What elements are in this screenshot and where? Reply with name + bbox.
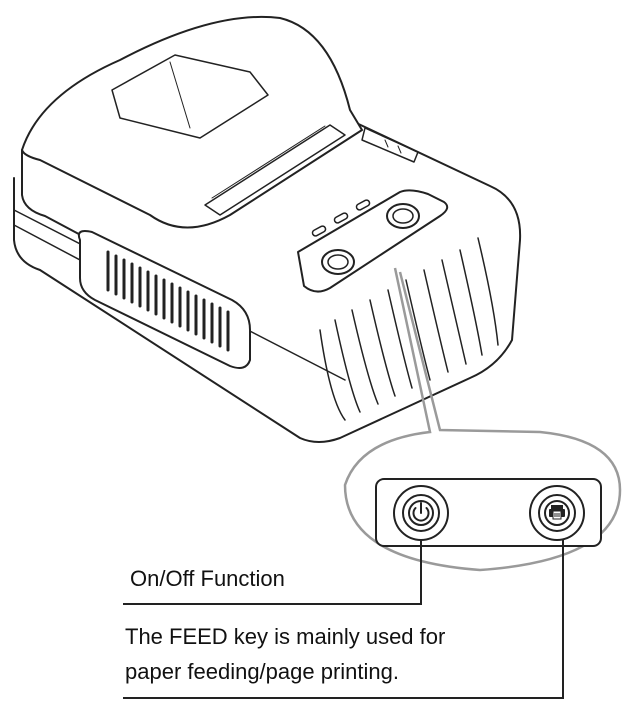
panel-feed-button	[386, 203, 420, 229]
feed-key-description-line1: The FEED key is mainly used for	[125, 624, 446, 649]
printer-icon	[549, 505, 565, 520]
on-off-leader	[123, 540, 422, 605]
paper-slot	[204, 124, 346, 216]
printer-lid	[21, 15, 363, 229]
power-icon	[412, 502, 430, 522]
feed-leader	[123, 540, 564, 699]
callout-bubble	[343, 267, 622, 572]
lid-window	[111, 54, 269, 139]
on-off-function-label: On/Off Function	[130, 566, 285, 591]
panel-power-button	[321, 249, 355, 275]
feed-key-description-line2: paper feeding/page printing.	[125, 659, 399, 684]
